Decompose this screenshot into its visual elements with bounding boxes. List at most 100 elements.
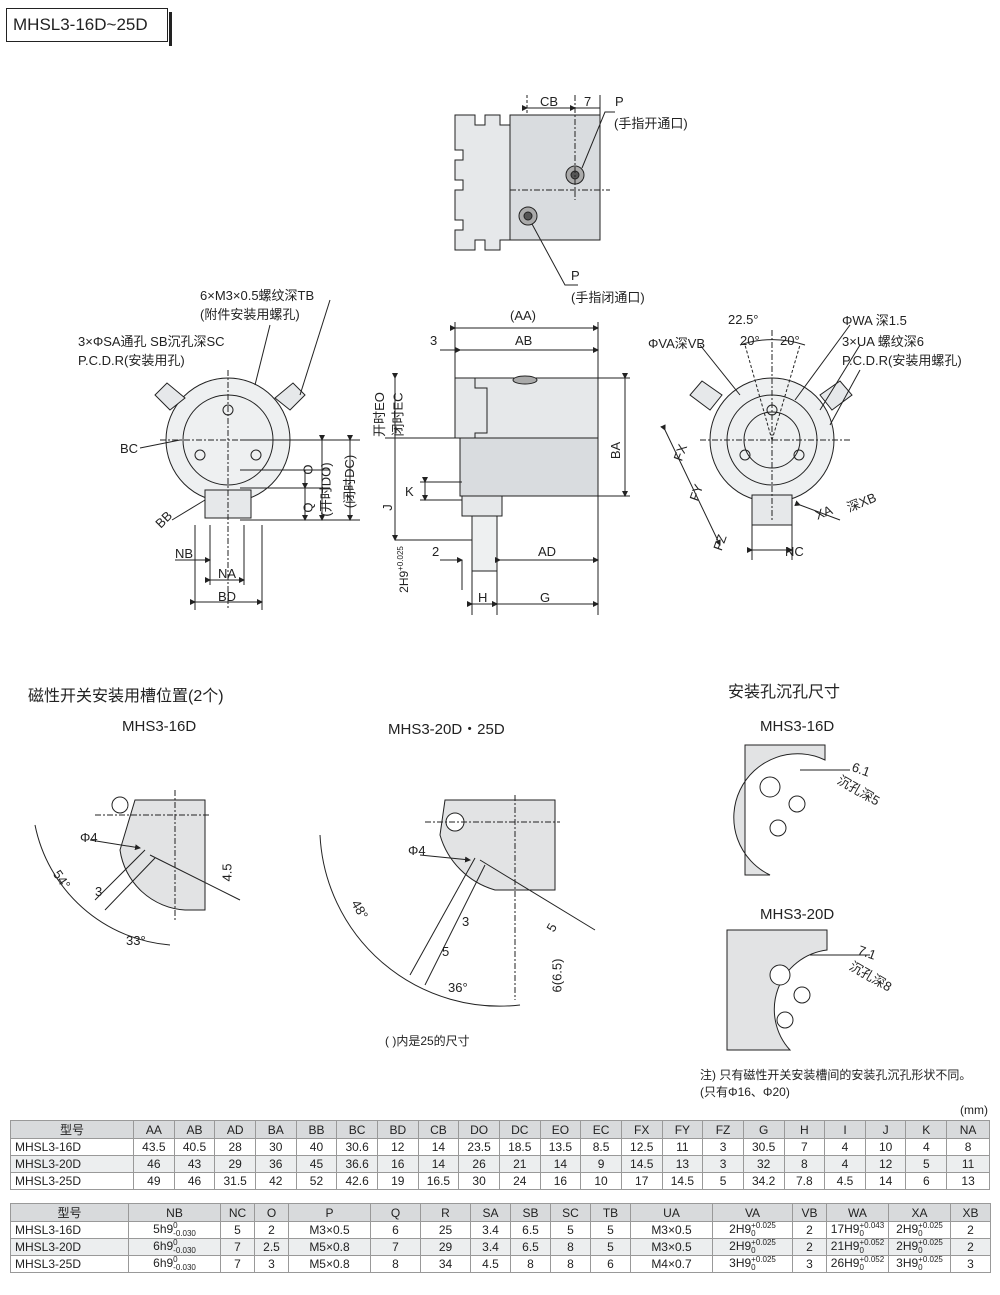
switch-heading: 磁性开关安装用槽位置(2个) [28, 688, 224, 705]
table-cell: 4.5 [470, 1255, 511, 1273]
table-cell: 6.5 [510, 1238, 551, 1256]
close-port-label: (手指闭通口) [571, 290, 645, 305]
table-cell: 5 [590, 1238, 631, 1256]
slot20-36deg: 36° [448, 980, 468, 995]
slot20-6-6-5: 6(6.5) [549, 958, 565, 993]
table-header-cell: H [783, 1120, 826, 1139]
table-header-cell: EO [539, 1120, 582, 1139]
table-cell: 14 [417, 1155, 460, 1173]
table-header-cell: 型号 [10, 1203, 129, 1222]
dim-7: 7 [584, 94, 592, 109]
dim-3: 3 [430, 333, 438, 348]
port-p-close: P [571, 268, 580, 283]
table-cell: 14 [864, 1172, 907, 1190]
table-cell: 8 [550, 1238, 591, 1256]
dim-bc: BC [120, 441, 139, 456]
table-header-cell: J [864, 1120, 907, 1139]
dim-j: J [379, 504, 395, 511]
table-cell: 6 [905, 1172, 948, 1190]
table-cell: 29 [214, 1155, 256, 1173]
table-cell: 2 [950, 1221, 991, 1239]
table-header-cell: 型号 [9, 1120, 135, 1139]
table-header-cell: NB [128, 1203, 221, 1222]
table-cell: 3 [792, 1255, 827, 1273]
right-view-body [660, 324, 861, 560]
table-cell: M5×0.8 [288, 1238, 371, 1256]
table-cell: 5 [702, 1172, 744, 1190]
table-cell: 7 [783, 1138, 826, 1156]
table-cell: 14 [539, 1155, 582, 1173]
table-cell: 5 [590, 1221, 631, 1239]
slot16-33deg: 33° [126, 933, 146, 948]
table-cell: 30.5 [742, 1138, 785, 1156]
table-cell: 36.6 [336, 1155, 378, 1173]
table-cell: M3×0.5 [630, 1221, 713, 1239]
table-cell: 21 [498, 1155, 541, 1173]
table-header-cell: BB [295, 1120, 338, 1139]
table-header-cell: O [254, 1203, 289, 1222]
table-cell: 4.5 [824, 1172, 866, 1190]
dim-nb: NB [175, 546, 194, 561]
table-header-cell: DC [498, 1120, 541, 1139]
slot20-3: 3 [462, 914, 470, 929]
slot16-4-5: 4.5 [219, 863, 235, 882]
table-cell: 12 [864, 1155, 907, 1173]
table-header-cell: DO [458, 1120, 500, 1139]
table-cell: 6 [370, 1221, 421, 1239]
dim-2h9: 2H9+0.025 [395, 546, 411, 593]
table-cell: 43.5 [133, 1138, 175, 1156]
table-header-cell: AB [173, 1120, 216, 1139]
dim-dc: (闭时DC) [342, 454, 358, 509]
switch-model-16: MHS3-16D [122, 718, 197, 735]
counterbore-note-1: 注) 只有磁性开关安装槽间的安装孔沉孔形状不同。 [700, 1068, 972, 1082]
table-cell: 11 [661, 1138, 704, 1156]
table-cell: 8 [783, 1155, 826, 1173]
table-cell: 40 [295, 1138, 338, 1156]
table-cell: 34 [420, 1255, 471, 1273]
table-header-cell: WA [826, 1203, 889, 1222]
table-cell: 2 [254, 1221, 289, 1239]
table-cell: 4 [824, 1155, 866, 1173]
dim-g: G [540, 590, 551, 605]
switch-model-20-25: MHS3-20D・25D [388, 721, 505, 738]
left-view-body [139, 299, 360, 610]
dim-aa: (AA) [510, 308, 536, 323]
table-cell: 14.5 [661, 1172, 704, 1190]
table-cell: 7 [370, 1238, 421, 1256]
table-cell: 10 [580, 1172, 622, 1190]
table-cell: 3 [702, 1155, 744, 1173]
table-cell: 34.2 [742, 1172, 785, 1190]
table-header-cell: VA [712, 1203, 793, 1222]
table-cell: 12.5 [620, 1138, 663, 1156]
table-cell: 29 [420, 1238, 471, 1256]
counterbore-model-16: MHS3-16D [760, 718, 835, 735]
table-cell: 46 [133, 1155, 175, 1173]
table-cell: 3.4 [470, 1238, 511, 1256]
dim-bd: BD [218, 589, 237, 604]
table-cell: 8 [510, 1255, 551, 1273]
dim-na: NA [218, 566, 237, 581]
table-cell: 16 [539, 1172, 582, 1190]
dim-ab: AB [515, 333, 533, 348]
dim-nc: NC [785, 544, 804, 559]
dim-wa: ΦWA 深1.5 [842, 313, 907, 328]
table-header-cell: SA [470, 1203, 511, 1222]
table-cell: 8 [946, 1138, 990, 1156]
counterbore-model-20: MHS3-20D [760, 906, 835, 923]
table-cell: 32 [742, 1155, 785, 1173]
table-header-cell: FY [661, 1120, 704, 1139]
table-cell: 2.5 [254, 1238, 289, 1256]
dim-q: Q [300, 502, 316, 513]
table-cell: 40.5 [173, 1138, 216, 1156]
table-cell: 9 [580, 1155, 622, 1173]
slot16-3: 3 [95, 884, 103, 899]
table-cell: 26 [458, 1155, 500, 1173]
